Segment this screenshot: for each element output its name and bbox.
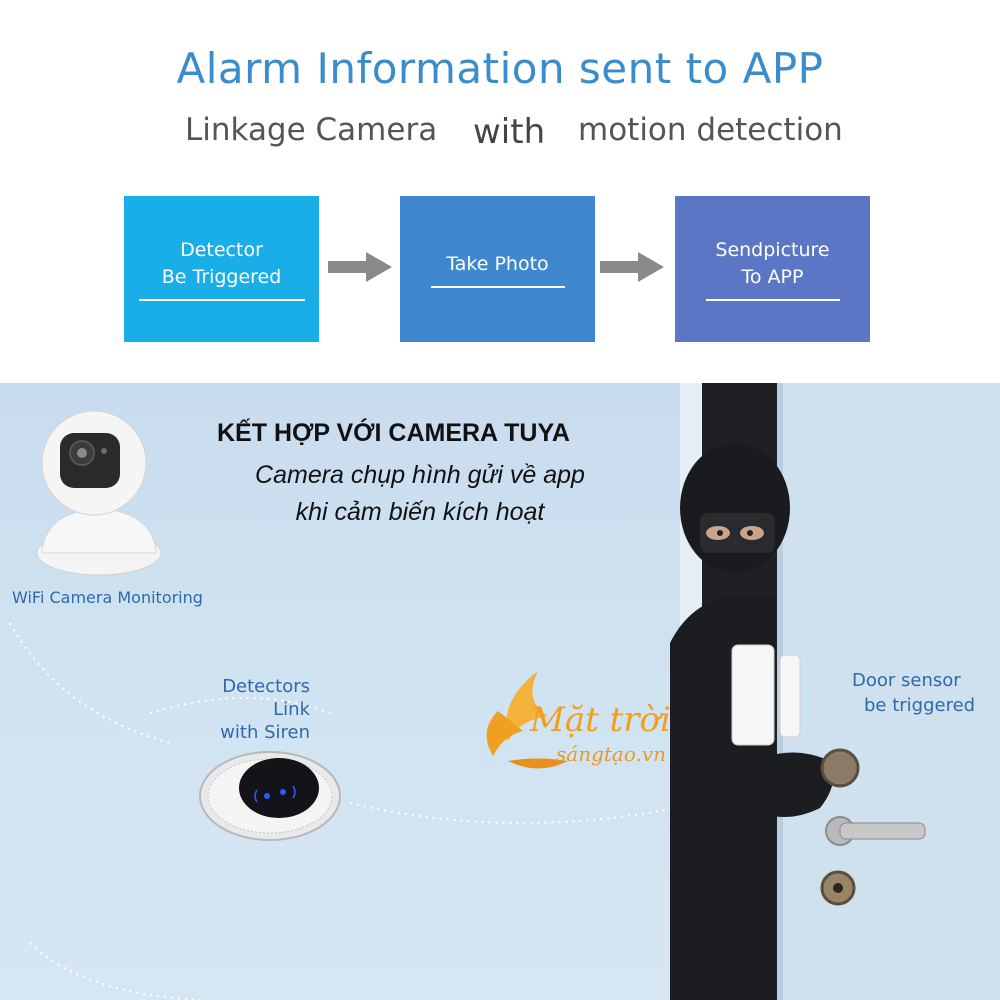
step-2-underline <box>430 285 565 288</box>
step-take-photo: Take Photo <box>400 196 595 342</box>
vietnamese-line-2: khi cảm biến kích hoạt <box>295 498 545 526</box>
right-arrow-icon <box>600 252 664 282</box>
vietnamese-line-1: Camera chụp hình gửi về app <box>255 461 585 489</box>
siren-label-line-1: Detectors Link <box>222 676 310 720</box>
step-3-underline <box>705 299 840 301</box>
vietnamese-heading: KẾT HỢP VỚI CAMERA TUYA <box>217 419 570 447</box>
door-sensor-label: Door sensor be triggered <box>852 668 975 718</box>
door-label-line-1: Door sensor <box>852 670 961 691</box>
scene-illustration: WiFi Camera Monitoring KẾT HỢP VỚI CAMER… <box>0 383 1000 1000</box>
subtitle-with: with <box>473 112 546 152</box>
step-1-underline <box>138 299 305 301</box>
step-3-line-2: To APP <box>741 266 804 288</box>
alarm-flow-section: Alarm Information sent to APP Linkage Ca… <box>0 0 1000 380</box>
logo-text-1: Mặt trời <box>529 700 671 740</box>
wifi-camera-icon <box>36 410 162 576</box>
matroi-sangtao-logo: Mặt trời sángtạo.vn <box>486 671 671 769</box>
siren-label: Detectors Link with Siren <box>180 675 310 744</box>
step-3-line-1: Sendpicture <box>715 239 830 261</box>
door-intruder-illustration <box>670 383 1000 1000</box>
logo-text-2: sángtạo.vn <box>556 742 666 766</box>
subtitle-motion-detection: motion detection <box>578 112 843 148</box>
door-label-line-2: be triggered <box>864 695 976 716</box>
step-send-picture: Sendpicture To APP <box>675 196 870 342</box>
step-1-line-2: Be Triggered <box>161 266 282 288</box>
step-detector-triggered: Detector Be Triggered <box>124 196 319 342</box>
subtitle-linkage-camera: Linkage Camera <box>185 112 438 148</box>
page-title: Alarm Information sent to APP <box>176 44 824 93</box>
right-arrow-icon <box>328 252 392 282</box>
step-2-line-1: Take Photo <box>446 252 549 275</box>
step-1-line-1: Detector <box>180 239 263 261</box>
camera-label: WiFi Camera Monitoring <box>12 588 203 607</box>
siren-icon <box>199 751 341 841</box>
siren-label-line-2: with Siren <box>220 722 310 743</box>
